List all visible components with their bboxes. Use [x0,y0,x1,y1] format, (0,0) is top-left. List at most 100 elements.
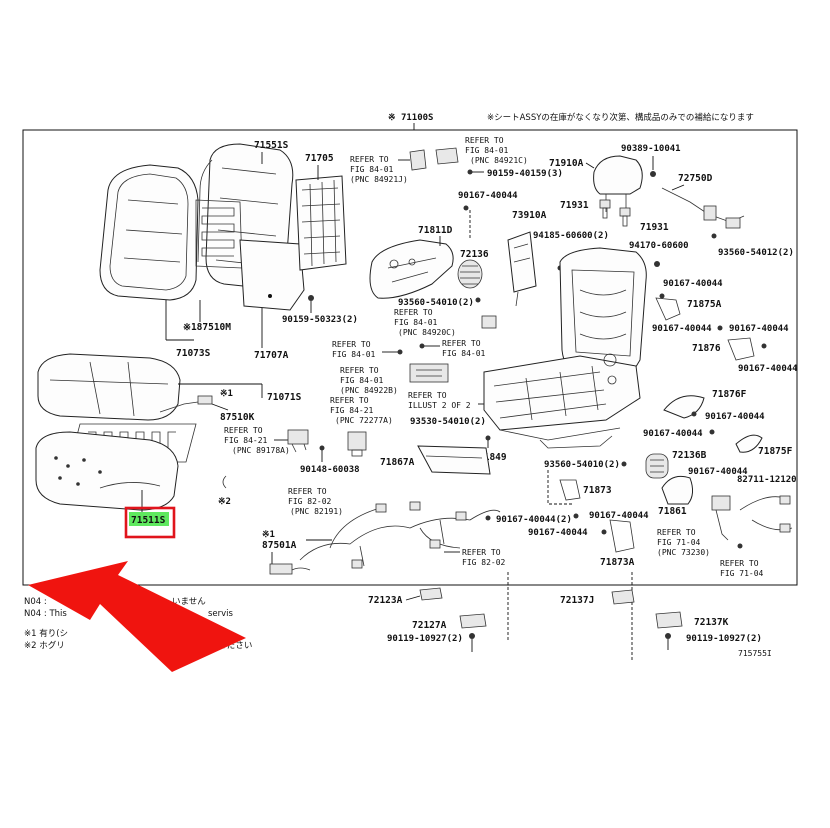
label-87501A-star: ※1 [262,530,275,540]
label-71705: 71705 [305,153,334,164]
bracket-71875A [655,297,681,321]
module-84920C [481,315,497,329]
refer-illust-l2: ILLUST 2 OF 2 [408,401,471,410]
label-93560-54010-b: 93560-54010(2) [544,460,620,470]
side-panel-71811D [369,239,454,299]
refer-84-21-a-l1: REFER TO [224,426,263,435]
cover-72127A [459,613,487,629]
note-n04-b-tail: servis [208,609,234,619]
switch-knob [347,431,367,457]
label-72750D: 72750D [678,173,713,184]
label-71707A: 71707A [254,350,289,361]
refer-82-02-b-l1: REFER TO [462,548,501,557]
label-71910A: 71910A [549,158,584,169]
label-71931-b: 71931 [640,222,669,233]
figure-number: 715755I [738,649,772,658]
refer-71-04-a-l2: FIG 71-04 [657,538,701,547]
refer-84-01-d-l2: FIG 84-01 [332,350,376,359]
note-n04-a: N04 : [24,597,47,607]
label-71867A: 71867A [380,457,415,468]
label-82711: 82711-12120 [737,475,797,485]
harness-82711 [739,495,793,533]
knob-72136B [645,453,669,479]
label-72123A: 72123A [368,595,403,606]
note-star2: ※2 ホグリ [24,640,65,651]
seat-frame [483,247,647,449]
label-71071S: 71071S [267,392,302,403]
switch-part [287,429,309,453]
refer-84-01-2b-l1: REFER TO [340,366,379,375]
seatback-cover [99,164,199,301]
label-71511S-box [124,506,176,539]
recliner-cable-72750D [661,187,745,229]
refer-illust-l1: REFER TO [408,391,447,400]
refer-82-02-a-l1: REFER TO [288,487,327,496]
guide-71931-b [619,207,631,227]
refer-71-04-a-l3: (PNC 73230) [657,548,710,557]
refer-84-01-j-l1: REFER TO [350,155,389,164]
label-93530: 93530-54010(2) [410,417,486,427]
refer-84-01-e-l2: FIG 84-01 [442,349,486,358]
label-71073S: 71073S [176,348,211,359]
label-93560-54012: 93560-54012(2) [718,248,794,258]
label-90167-e: 90167-40044 [738,364,798,374]
label-71551S: 71551S [254,140,289,151]
label-73910A: 73910A [512,210,547,221]
label-90119-a: 90119-10927(2) [387,634,463,644]
refer-71-04-b-l1: REFER TO [720,559,759,568]
connector-87501A [269,563,293,575]
label-90167-b: 90167-40044 [663,279,723,289]
refer-84-01-c-l2: FIG 84-01 [465,146,509,155]
label-star2: ※2 [218,497,231,507]
refer-84-01-2b-l2: FIG 84-01 [340,376,384,385]
cover-71876F [663,395,705,419]
cover-71876 [727,337,755,361]
refer-84-01-c-l1: REFER TO [465,136,504,145]
red-arrow-annotation [28,561,246,672]
cushion-pad [35,431,179,511]
label-72137J: 72137J [560,595,594,606]
refer-84-01-e-l1: REFER TO [442,339,481,348]
label-71875A: 71875A [687,299,722,310]
seatback-frame-71705 [295,175,347,271]
label-71876F: 71876F [712,389,747,400]
refer-84-01-j-l2: FIG 84-01 [350,165,394,174]
cover-72137J [611,589,635,605]
trim-71867A [417,445,491,475]
label-72136: 72136 [460,249,489,260]
refer-84-21-a-l3: (PNC 89178A) [232,446,290,455]
refer-82-02-b-l2: FIG 82-02 [462,558,506,567]
refer-82-02-a-l2: FIG 82-02 [288,497,332,506]
bracket-71875F [735,434,763,453]
trim-71861 [661,475,694,505]
label-71849: 71849 [478,452,507,463]
cushion-cover [37,353,181,421]
label-71875F: 71875F [758,446,793,457]
label-71873A: 71873A [600,557,635,568]
refer-84-21-b-l1: REFER TO [330,396,369,405]
cover-72123A [419,587,443,601]
label-90148-60038: 90148-60038 [300,465,360,475]
refer-84-01-d-l1: REFER TO [332,340,371,349]
label-90167-k: 90167-40044 [528,528,588,538]
refer-82-02-a-l3: (PNC 82191) [290,507,343,516]
lumbar-knob-72136 [457,259,483,289]
label-94185: 94185-60600(2) [533,231,609,241]
label-72136B: 72136B [672,450,707,461]
refer-71-04-b-l2: FIG 71-04 [720,569,764,578]
label-93560-54010-a: 93560-54010(2) [398,298,474,308]
label-90389: 90389-10041 [621,144,681,154]
label-71511S-highlight [129,512,169,526]
cover-71873A [609,519,635,553]
cover-71873 [559,479,581,501]
label-87510K-star: ※1 [220,389,233,399]
label-90159-50323: 90159-50323(2) [282,315,358,325]
seatback-board [239,239,305,311]
label-187510M: ※187510M [183,322,231,333]
refer-84-01-c-l3: (PNC 84921C) [470,156,528,165]
label-90167-h: 90167-40044 [688,467,748,477]
label-71931-a: 71931 [560,200,589,211]
label-87501A: 87501A [262,540,297,551]
control-module-84922B [409,363,449,383]
